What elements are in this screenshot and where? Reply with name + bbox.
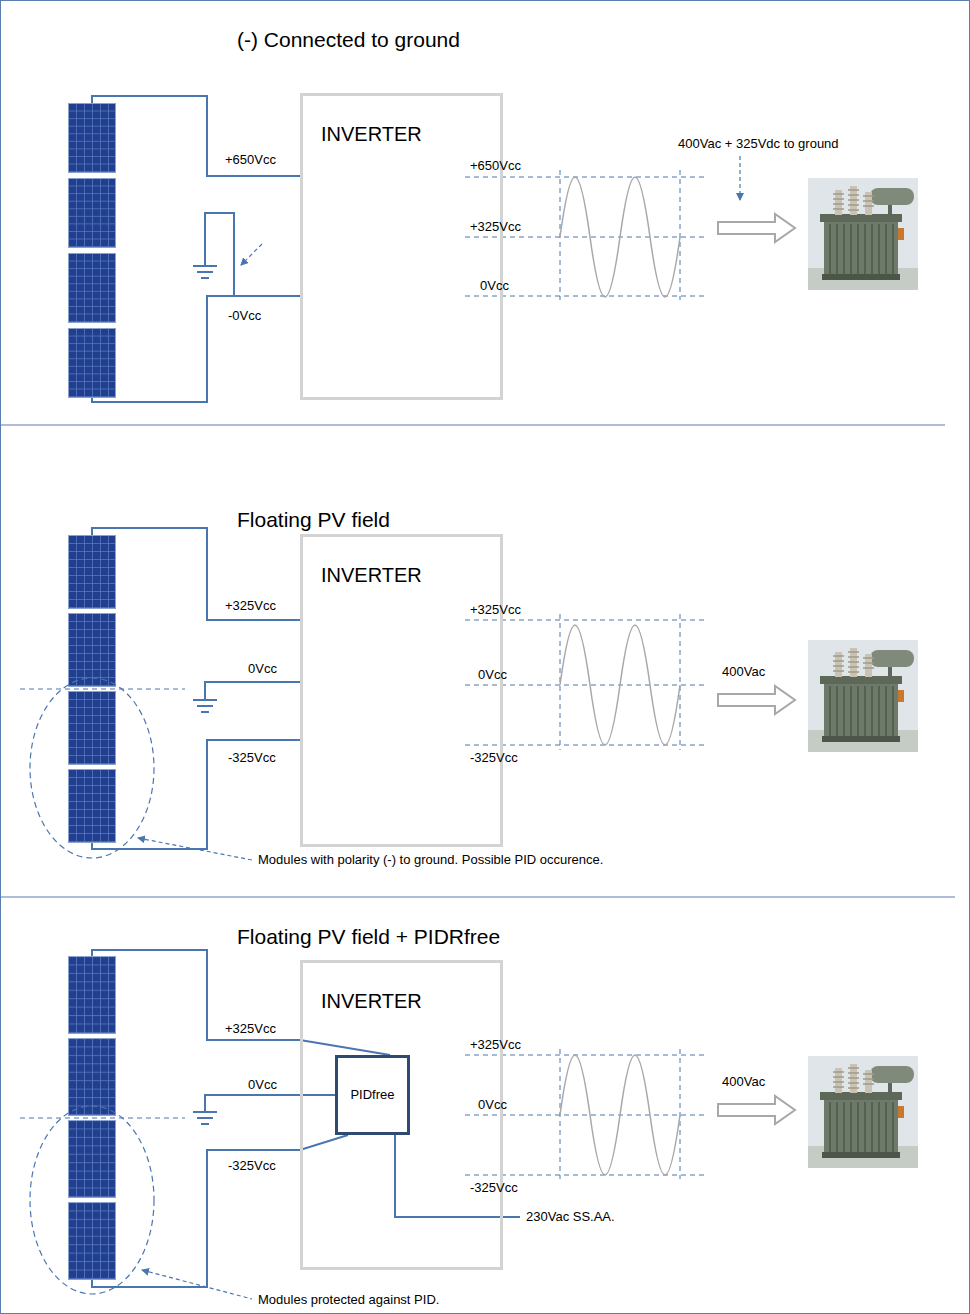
inverter-box: INVERTER: [300, 534, 503, 847]
inverter-label: INVERTER: [321, 563, 500, 587]
sine-wave: [560, 1055, 680, 1175]
voltage-label: +650Vcc: [470, 158, 521, 174]
power-arrow: [718, 214, 795, 242]
midpoint-line: [20, 1118, 185, 1119]
module-ellipse: [30, 1106, 252, 1299]
pv-modules: [69, 103, 116, 397]
power-arrow: [718, 1096, 795, 1124]
voltage-label: 0Vcc: [480, 278, 509, 294]
midpoint-line: [20, 689, 185, 690]
transformer-picture: [808, 1056, 918, 1168]
voltage-label: -325Vcc: [470, 1180, 518, 1196]
voltage-label: 0Vcc: [478, 667, 507, 683]
voltage-label: +325Vcc: [470, 219, 521, 235]
voltage-label: 0Vcc: [248, 661, 277, 677]
sine-wave: [560, 625, 680, 745]
voltage-label: +325Vcc: [225, 1021, 276, 1037]
voltage-label: 400Vac: [722, 1074, 765, 1090]
inverter-box: INVERTER: [300, 93, 503, 400]
transformer-picture: [808, 178, 918, 290]
power-arrow: [718, 686, 795, 714]
panel-band: (-) Connected to groundINVERTER: [0, 0, 970, 425]
voltage-label: -325Vcc: [228, 1158, 276, 1174]
voltage-label: -0Vcc: [228, 308, 261, 324]
panel-title: Floating PV field + PIDRfree: [237, 924, 500, 949]
panel-title: Floating PV field: [237, 507, 390, 532]
voltage-label: 400Vac: [722, 664, 765, 680]
inverter-box: INVERTER PIDfree: [300, 960, 503, 1270]
callout-note: Modules protected against PID.: [258, 1292, 439, 1308]
panel-title: (-) Connected to ground: [237, 27, 460, 52]
voltage-label: -325Vcc: [470, 750, 518, 766]
callout-note: Modules with polarity (-) to ground. Pos…: [258, 852, 603, 868]
voltage-label: +325Vcc: [225, 598, 276, 614]
inverter-label: INVERTER: [321, 122, 500, 146]
sine-wave: [560, 177, 680, 297]
pointer-arrow: [241, 244, 262, 265]
supply-label: 230Vac SS.AA.: [526, 1209, 615, 1225]
inverter-label: INVERTER: [321, 989, 500, 1013]
device-label: PIDfree: [350, 1087, 394, 1103]
voltage-label: 0Vcc: [478, 1097, 507, 1113]
pointer-arrow: [740, 156, 741, 200]
pidfree-box: PIDfree: [335, 1055, 410, 1135]
module-ellipse: [30, 678, 252, 860]
voltage-label: +325Vcc: [470, 602, 521, 618]
note-label: 400Vac + 325Vdc to ground: [678, 136, 839, 152]
voltage-label: 0Vcc: [248, 1077, 277, 1093]
voltage-label: +325Vcc: [470, 1037, 521, 1053]
voltage-label: +650Vcc: [225, 152, 276, 168]
voltage-label: -325Vcc: [228, 750, 276, 766]
panel-band: Floating PV fieldINVERTER: [0, 425, 970, 897]
transformer-picture: [808, 640, 918, 752]
dc-wiring: [92, 96, 300, 402]
